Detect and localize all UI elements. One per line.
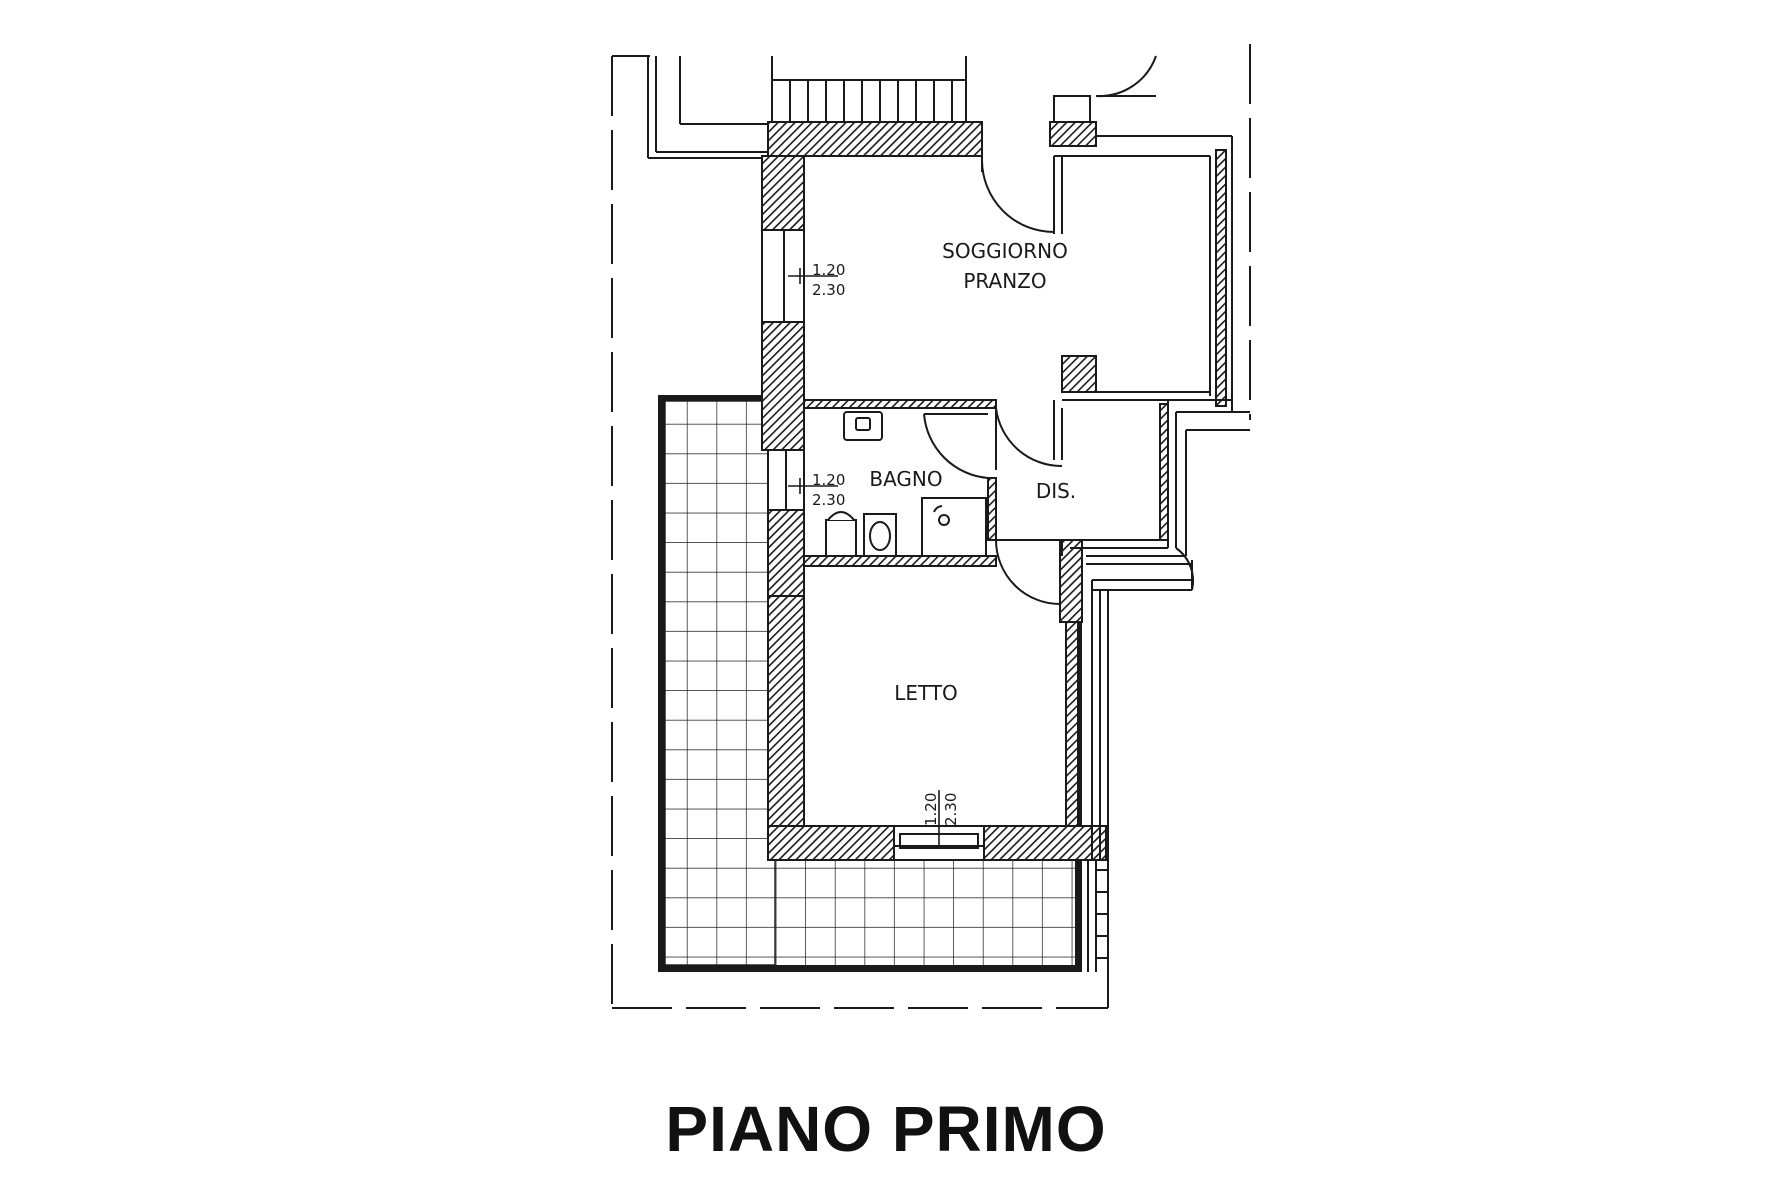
room-label-pranzo: PRANZO bbox=[963, 269, 1046, 293]
window-2-height: 2.30 bbox=[812, 491, 845, 509]
room-label-letto: LETTO bbox=[894, 681, 958, 705]
window-1-height: 2.30 bbox=[812, 281, 845, 299]
room-label-dis: DIS. bbox=[1036, 479, 1076, 503]
room-label-bagno: BAGNO bbox=[869, 467, 942, 491]
toilet bbox=[825, 519, 857, 557]
window-dimension-marks bbox=[788, 268, 947, 846]
room-label-soggiorno: SOGGIORNO bbox=[942, 239, 1068, 263]
apartment-interior bbox=[782, 150, 1220, 835]
page-title: PIANO PRIMO bbox=[665, 1093, 1107, 1165]
window-2-width: 1.20 bbox=[812, 471, 845, 489]
shower-tray bbox=[921, 497, 987, 557]
doors bbox=[923, 55, 1195, 605]
outer-walls bbox=[761, 95, 1227, 861]
bathroom-fixtures bbox=[825, 411, 987, 557]
window-1-width: 1.20 bbox=[812, 261, 845, 279]
window-3-width: 1.20 bbox=[922, 793, 940, 826]
window-3-height: 2.30 bbox=[942, 793, 960, 826]
